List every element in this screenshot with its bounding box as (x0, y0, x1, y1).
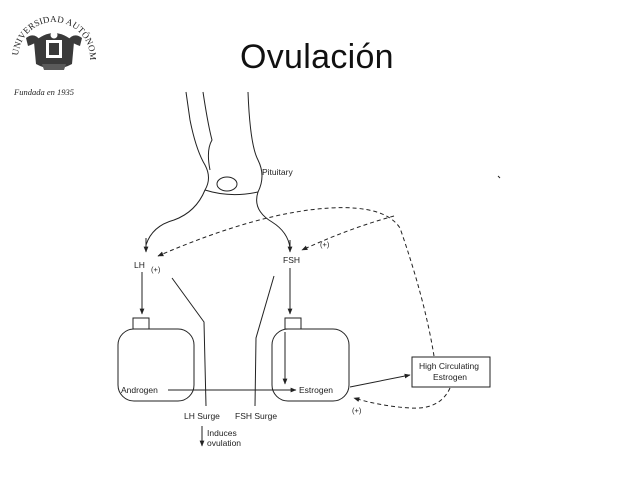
estrogen-to-high-arrow (349, 373, 411, 388)
label-high-circulating-estrogen: Estrogen (433, 372, 467, 382)
university-seal-icon: UNIVERSIDAD AUTÓNOMA DE GUADALAJARA® Fun… (4, 2, 98, 97)
lh-surge-line (171, 277, 207, 407)
fsh-follicle-cap (284, 317, 302, 330)
label-estrogen: Estrogen (299, 385, 333, 395)
label-fsh: FSH (283, 255, 300, 265)
pituitary-gland (216, 176, 238, 192)
label-lh: LH (134, 260, 145, 270)
seal-emblem (26, 31, 82, 70)
label-plus-lh: (+) (151, 265, 161, 274)
seal-founded: Fundada en 1935 (13, 87, 74, 97)
feedback-to-estrogen (353, 387, 451, 409)
theca-cell (117, 328, 195, 402)
margin-tick (497, 175, 501, 179)
label-androgen: Androgen (121, 385, 158, 395)
slide-title: Ovulación (240, 38, 394, 76)
fsh-surge-line (254, 275, 275, 407)
label-lh-surge: LH Surge (184, 411, 220, 421)
feedback-to-lh (157, 207, 435, 357)
label-fsh-surge: FSH Surge (235, 411, 277, 421)
label-induces: Induces (207, 428, 237, 438)
pituitary-inner-curve (204, 189, 259, 196)
lh-follicle-cap (132, 317, 150, 330)
pituitary-outline (145, 91, 209, 246)
pituitary-outline-right (247, 91, 291, 249)
pituitary-outline-left-inner (202, 91, 213, 171)
label-ovulation: ovulation (207, 438, 241, 448)
high-circulating-box (411, 356, 491, 388)
label-pituitary: Pituitary (262, 167, 293, 177)
granulosa-cell (271, 328, 350, 402)
label-high-circulating: High Circulating (419, 361, 479, 371)
label-plus-fsh: (+) (320, 240, 330, 249)
feedback-to-fsh (301, 215, 395, 251)
label-plus-estrogen: (+) (352, 406, 362, 415)
